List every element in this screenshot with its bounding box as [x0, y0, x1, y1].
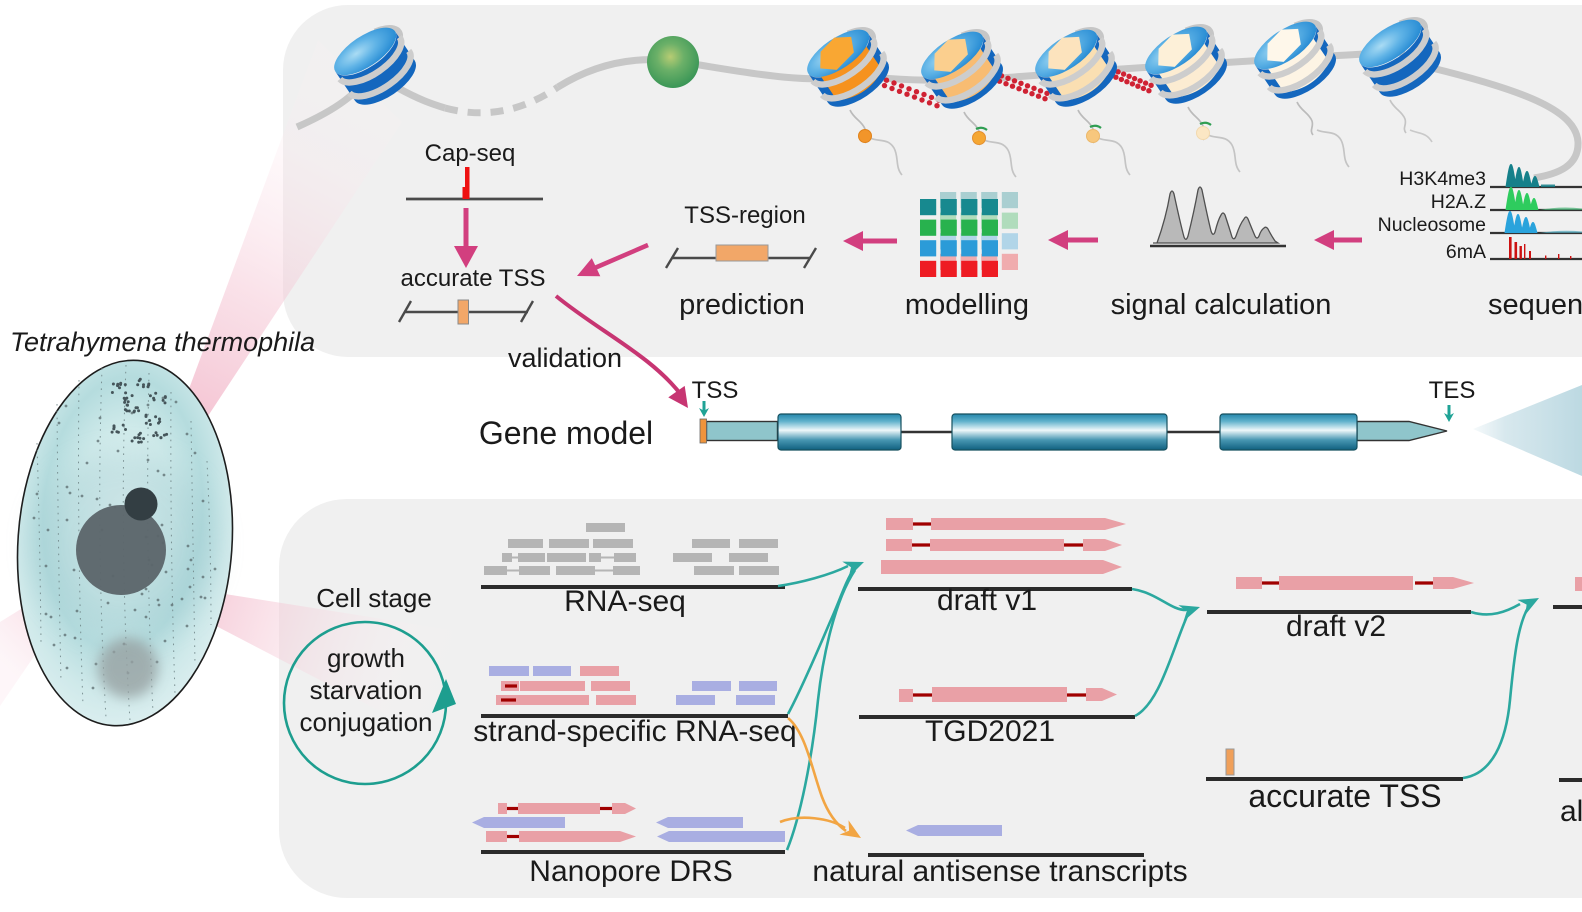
svg-text:Nucleosome: Nucleosome	[1378, 214, 1486, 236]
svg-text:al: al	[1560, 795, 1582, 828]
svg-text:TSS-region: TSS-region	[684, 202, 805, 229]
svg-text:growth: growth	[327, 643, 405, 673]
svg-text:draft v2: draft v2	[1286, 610, 1386, 643]
svg-text:Gene model: Gene model	[479, 415, 653, 451]
svg-text:TSS: TSS	[692, 377, 739, 404]
svg-text:strand-specific RNA-seq: strand-specific RNA-seq	[473, 715, 796, 748]
svg-text:signal calculation: signal calculation	[1111, 289, 1332, 321]
svg-text:TGD2021: TGD2021	[925, 715, 1055, 748]
svg-text:natural antisense transcripts: natural antisense transcripts	[812, 855, 1187, 888]
svg-text:draft v1: draft v1	[937, 584, 1037, 617]
svg-text:TES: TES	[1429, 377, 1476, 404]
svg-text:conjugation: conjugation	[300, 707, 433, 737]
svg-text:Nanopore DRS: Nanopore DRS	[529, 855, 732, 888]
svg-text:Cell stage: Cell stage	[316, 583, 432, 613]
svg-text:Tetrahymena thermophila: Tetrahymena thermophila	[10, 327, 315, 357]
svg-text:H3K4me3: H3K4me3	[1399, 168, 1486, 190]
svg-text:RNA-seq: RNA-seq	[564, 585, 686, 618]
svg-text:accurate TSS: accurate TSS	[401, 265, 546, 292]
svg-text:validation: validation	[508, 343, 622, 373]
svg-text:starvation: starvation	[310, 675, 423, 705]
svg-text:prediction: prediction	[679, 289, 805, 321]
svg-text:sequencing: sequencing	[1488, 289, 1582, 321]
svg-text:modelling: modelling	[905, 289, 1029, 321]
svg-text:H2A.Z: H2A.Z	[1431, 191, 1486, 213]
svg-text:6mA: 6mA	[1446, 241, 1486, 263]
svg-text:Cap-seq: Cap-seq	[425, 140, 516, 167]
svg-text:accurate TSS: accurate TSS	[1248, 778, 1441, 814]
